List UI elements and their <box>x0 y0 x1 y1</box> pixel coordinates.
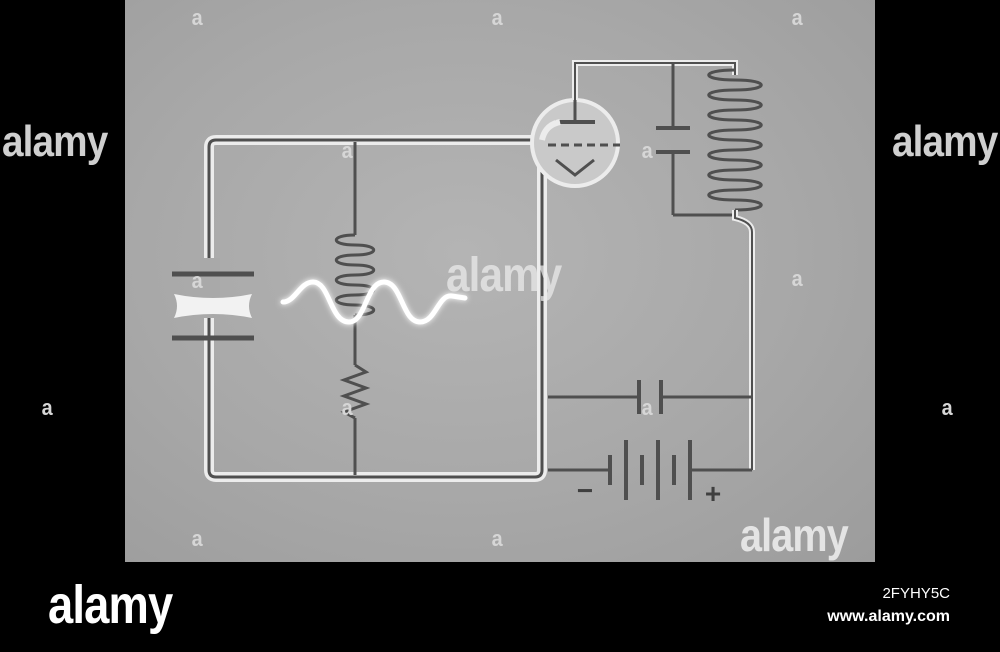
spark-gap <box>174 294 252 318</box>
watermark-a-mark: a <box>191 526 203 551</box>
image-id: 2FYHY5C <box>882 585 950 602</box>
oscillation-wave <box>280 279 468 325</box>
battery-plus-label: + <box>705 478 721 509</box>
watermark-a-mark: a <box>41 395 53 420</box>
highlighted-circuit-loop-inner <box>207 138 544 479</box>
tank-coil <box>707 68 763 212</box>
watermark-a-mark: a <box>641 138 653 163</box>
watermark-a-mark: a <box>491 5 503 30</box>
watermark-a-mark: a <box>191 5 203 30</box>
watermark-center: alamy <box>446 249 562 302</box>
watermark-a-mark: a <box>641 395 653 420</box>
tank-capacitor <box>656 63 735 217</box>
watermark-a-mark: a <box>941 395 953 420</box>
watermark-a-mark: a <box>791 5 803 30</box>
watermark-bottom: alamy <box>740 509 849 561</box>
watermark-a-mark: a <box>191 268 203 293</box>
inductor-coil <box>334 233 376 317</box>
bypass-capacitor <box>548 380 752 414</box>
alamy-logo: alamy <box>48 575 173 635</box>
watermark-a-mark: a <box>791 266 803 291</box>
site-url[interactable]: www.alamy.com <box>827 608 950 625</box>
spark-gap-capacitor <box>172 258 254 341</box>
battery-minus-label: − <box>577 475 593 506</box>
battery: − + <box>548 440 752 509</box>
vacuum-tube <box>530 98 620 188</box>
plate-wire <box>572 60 738 100</box>
watermark-left: alamy <box>2 117 108 166</box>
watermark-right: alamy <box>892 117 998 166</box>
watermark-a-mark: a <box>491 526 503 551</box>
resistor <box>339 363 371 420</box>
right-return-wire <box>732 210 755 470</box>
watermark-a-mark: a <box>341 395 353 420</box>
watermark-a-mark: a <box>341 138 353 163</box>
highlighted-circuit-loop <box>204 135 547 482</box>
middle-branch <box>334 142 376 475</box>
